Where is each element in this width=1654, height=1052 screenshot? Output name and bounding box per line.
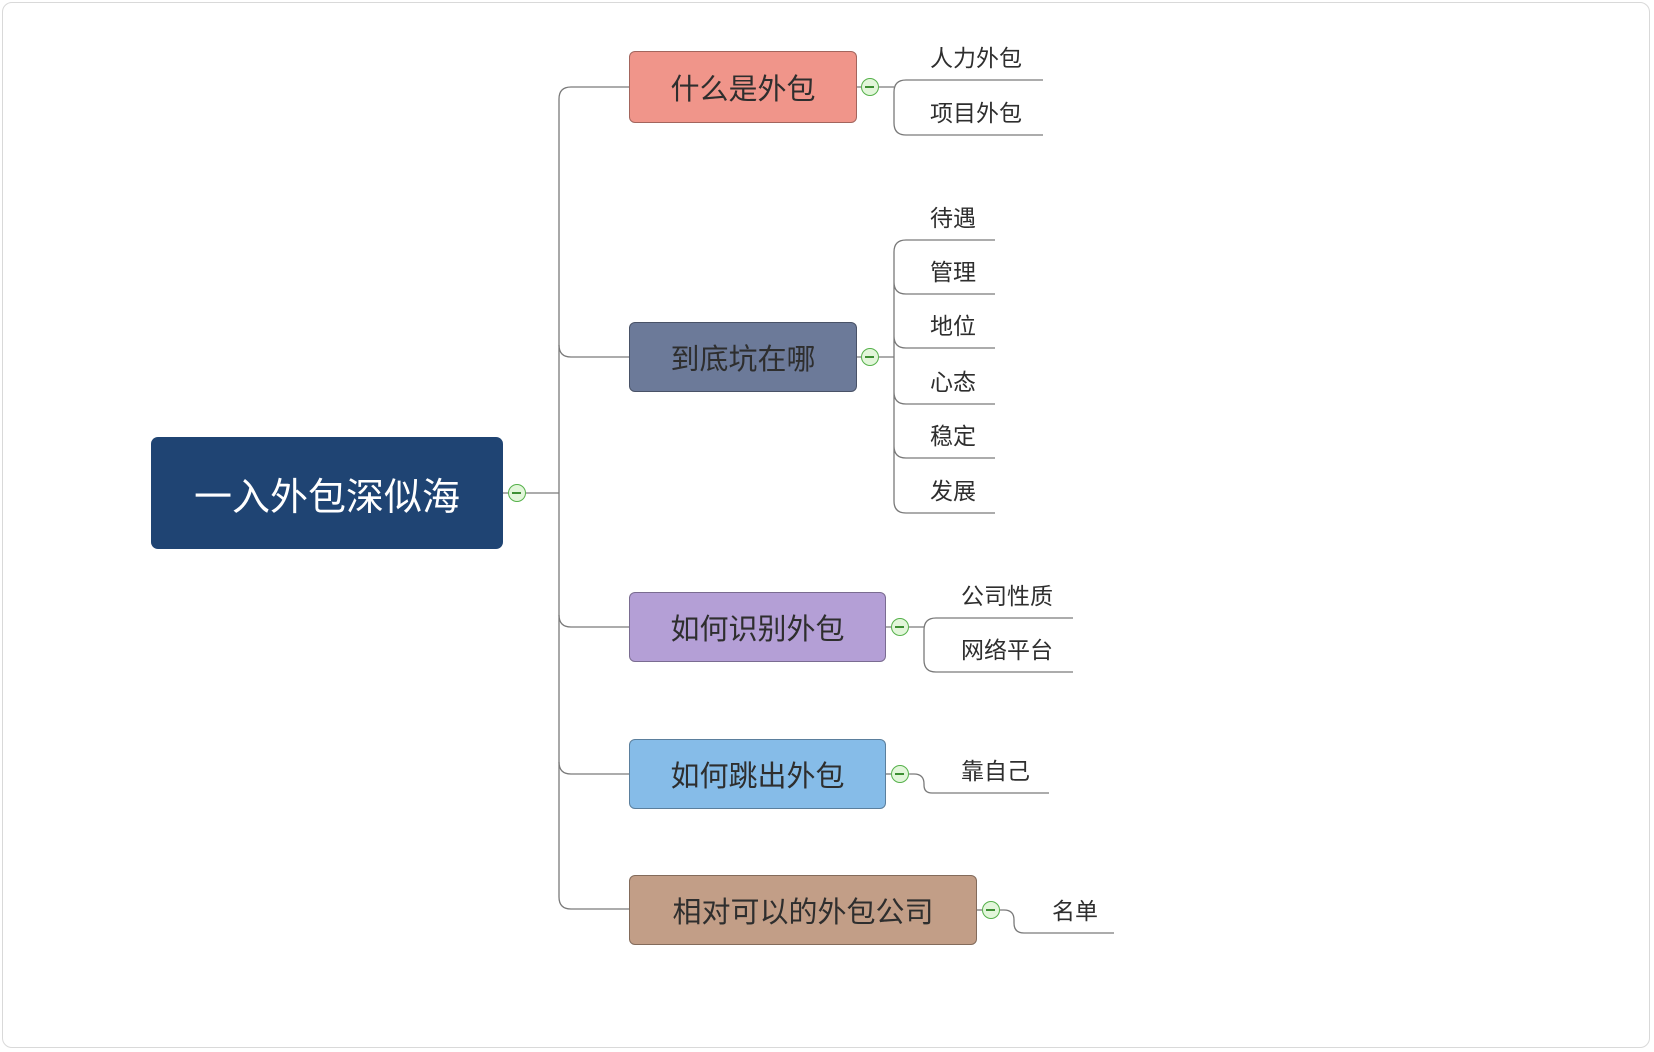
- root-collapse-toggle[interactable]: [508, 484, 526, 502]
- root-topic[interactable]: 一入外包深似海: [151, 437, 503, 549]
- leaf-topic[interactable]: 地位: [930, 313, 976, 339]
- branch-5-leaf-lines: [1000, 909, 1114, 934]
- leaf-topic[interactable]: 项目外包: [930, 100, 1022, 126]
- branch-1-leaf-lines: [893, 79, 1043, 136]
- leaf-topic[interactable]: 人力外包: [930, 45, 1022, 71]
- branch-2-collapse-toggle[interactable]: [861, 348, 879, 366]
- leaf-topic[interactable]: 发展: [930, 478, 976, 504]
- trunk-connector: [558, 86, 629, 910]
- branch-topic-pitfalls[interactable]: 到底坑在哪: [629, 322, 857, 392]
- trunk-branch-3: [558, 614, 629, 628]
- branch-topic-decent-companies[interactable]: 相对可以的外包公司: [629, 875, 977, 945]
- leaf-topic[interactable]: 心态: [930, 369, 976, 395]
- branch-topic-how-to-escape[interactable]: 如何跳出外包: [629, 739, 886, 809]
- minus-icon: [895, 626, 904, 628]
- minus-icon: [512, 492, 521, 494]
- trunk-branch-4: [558, 761, 629, 775]
- minus-icon: [895, 773, 904, 775]
- minus-icon: [986, 909, 995, 911]
- branch-topic-what-is-outsourcing[interactable]: 什么是外包: [629, 51, 857, 123]
- branch-topic-how-to-identify[interactable]: 如何识别外包: [629, 592, 886, 662]
- branch-4-leaf-lines: [909, 773, 1049, 794]
- leaf-topic[interactable]: 靠自己: [961, 758, 1030, 784]
- leaf-topic[interactable]: 管理: [930, 259, 976, 285]
- minus-icon: [865, 356, 874, 358]
- branch-2-leaf-lines: [893, 239, 995, 514]
- leaf-topic[interactable]: 稳定: [930, 423, 976, 449]
- branch-5-collapse-toggle[interactable]: [982, 901, 1000, 919]
- leaf-topic[interactable]: 名单: [1052, 898, 1098, 924]
- branch-1-collapse-toggle[interactable]: [861, 78, 879, 96]
- leaf-topic[interactable]: 公司性质: [961, 583, 1053, 609]
- branch-4-collapse-toggle[interactable]: [891, 765, 909, 783]
- trunk-branch-2: [558, 344, 629, 358]
- leaf-topic[interactable]: 网络平台: [961, 637, 1053, 663]
- minus-icon: [865, 86, 874, 88]
- branch-3-collapse-toggle[interactable]: [891, 618, 909, 636]
- leaf-topic[interactable]: 待遇: [930, 205, 976, 231]
- branch-3-leaf-lines: [923, 617, 1073, 673]
